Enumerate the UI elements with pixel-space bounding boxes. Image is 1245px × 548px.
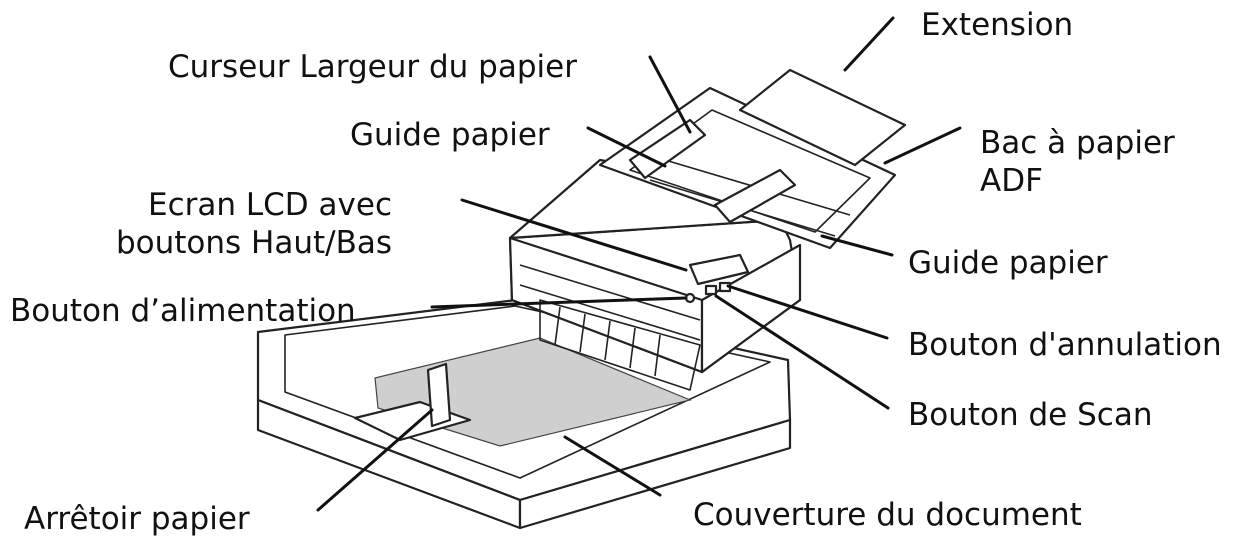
leader-curseur <box>648 55 692 134</box>
label-bac-a-papier-line2: ADF <box>980 163 1043 199</box>
leader-guide-top <box>586 126 667 168</box>
leader-alimentation <box>430 296 688 309</box>
leader-couverture <box>563 435 662 497</box>
leader-arretoir <box>316 408 434 512</box>
label-guide-papier-top: Guide papier <box>350 117 550 153</box>
label-bouton-alimentation: Bouton d’alimentation <box>10 293 356 329</box>
label-couverture-du-document: Couverture du document <box>693 497 1082 533</box>
leader-scan <box>714 294 890 410</box>
label-guide-papier-right: Guide papier <box>908 245 1108 281</box>
label-curseur-largeur-du-papier: Curseur Largeur du papier <box>168 49 577 85</box>
leader-extension <box>843 16 895 72</box>
leader-ecran <box>460 198 688 272</box>
feed-rollers <box>539 299 701 391</box>
label-ecran-lcd-line1: Ecran LCD avec <box>148 187 392 223</box>
label-bouton-de-scan: Bouton de Scan <box>908 397 1153 433</box>
label-arretoir-papier: Arrêtoir papier <box>24 501 250 537</box>
leader-bac <box>883 126 962 165</box>
leader-lines <box>316 16 962 512</box>
label-ecran-lcd-line2: boutons Haut/Bas <box>115 225 392 261</box>
leader-annulation <box>726 284 889 340</box>
extension-drawing <box>738 68 907 167</box>
leader-guide-right <box>820 234 894 257</box>
paper-stopper-drawing <box>353 362 472 442</box>
label-extension: Extension <box>921 7 1074 43</box>
adf-tray-drawing <box>598 86 897 250</box>
lcd-panel <box>684 253 750 304</box>
label-bac-a-papier-line1: Bac à papier <box>980 125 1175 161</box>
label-bouton-annulation: Bouton d'annulation <box>908 327 1222 363</box>
